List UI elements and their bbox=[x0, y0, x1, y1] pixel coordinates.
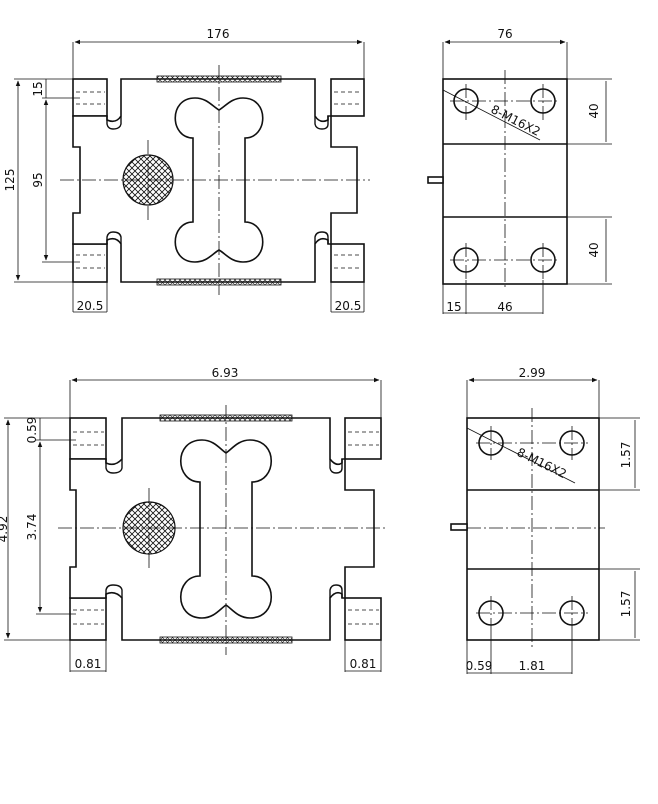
imp-bottom-left-slot bbox=[105, 584, 123, 598]
imp-side-centerlines bbox=[467, 408, 605, 650]
imp-front-width-label: 6.93 bbox=[212, 366, 239, 380]
imp-front-pitch-label: 3.74 bbox=[25, 514, 39, 541]
imp-top-right-slot bbox=[329, 459, 343, 474]
imp-width-extension-lines bbox=[69, 380, 382, 418]
imp-block-bore-lines bbox=[73, 431, 379, 625]
imp-height-extension-lines bbox=[4, 417, 70, 641]
imp-side-hole-offset-label: 0.59 bbox=[466, 659, 493, 673]
top-left-slot bbox=[106, 116, 122, 130]
front-pitch-label: 95 bbox=[31, 172, 45, 187]
imp-side-cable-stub bbox=[450, 523, 468, 531]
right-top-block bbox=[330, 78, 365, 117]
imp-side-hole-centerlines bbox=[476, 426, 588, 630]
metric-side-view: 8-M16X2 76 40 40 15 46 bbox=[427, 27, 612, 314]
imp-side-width-label: 2.99 bbox=[519, 366, 546, 380]
front-left-block-label: 20.5 bbox=[77, 299, 104, 313]
side-hole-pitch-label: 46 bbox=[497, 300, 512, 314]
side-cable-stub bbox=[427, 176, 444, 184]
front-width-label: 176 bbox=[207, 27, 230, 41]
metric-front-view: 176 125 95 15 20.5 20.5 bbox=[3, 27, 370, 313]
imp-front-right-block-label: 0.81 bbox=[350, 657, 377, 671]
front-height-label: 125 bbox=[3, 169, 17, 192]
imp-block-extension-lines bbox=[69, 640, 382, 672]
block-bore-lines bbox=[76, 91, 362, 269]
side-gap-extension bbox=[567, 78, 612, 285]
block-extension-lines bbox=[72, 282, 365, 312]
imp-side-gap-extension bbox=[599, 417, 640, 641]
imperial-front-view: 6.93 4.92 3.74 0.59 0.81 0.81 bbox=[0, 366, 388, 672]
imp-right-bottom-block bbox=[344, 597, 382, 641]
imp-left-top-block bbox=[69, 417, 107, 460]
imp-front-left-block-label: 0.81 bbox=[75, 657, 102, 671]
bottom-right-slot bbox=[314, 231, 329, 244]
front-edge-offset-label: 15 bbox=[31, 81, 45, 96]
imperial-side-view: 8-M16X2 2.99 1.57 1.57 0.59 1.81 bbox=[450, 366, 640, 674]
side-width-extension bbox=[442, 42, 568, 79]
imp-top-left-slot bbox=[105, 459, 123, 474]
imp-left-bottom-block bbox=[69, 597, 107, 641]
left-top-block bbox=[72, 78, 108, 117]
imp-side-bottom-gap-label: 1.57 bbox=[619, 591, 633, 618]
side-bottom-extension bbox=[442, 280, 544, 314]
imp-thread-leader-line bbox=[466, 427, 576, 484]
imp-side-width-extension bbox=[466, 380, 600, 418]
left-bottom-block bbox=[72, 243, 108, 283]
imp-pitch-extension-lines bbox=[36, 439, 76, 615]
imp-front-edge-offset-label: 0.59 bbox=[25, 417, 39, 444]
pitch-extension-lines bbox=[42, 97, 80, 263]
height-extension-lines bbox=[14, 78, 73, 283]
top-right-slot bbox=[314, 116, 329, 130]
right-bottom-block bbox=[330, 243, 365, 283]
imp-side-hole-pitch-label: 1.81 bbox=[519, 659, 546, 673]
imp-side-section-lines bbox=[467, 489, 599, 570]
side-top-gap-label: 40 bbox=[587, 103, 601, 118]
imp-front-height-label: 4.92 bbox=[0, 516, 10, 543]
front-right-block-label: 20.5 bbox=[335, 299, 362, 313]
width-extension-lines bbox=[72, 42, 365, 79]
thread-leader-line bbox=[442, 89, 541, 141]
bottom-left-slot bbox=[106, 231, 122, 244]
side-hole-offset-label: 15 bbox=[446, 300, 461, 314]
imp-side-top-gap-label: 1.57 bbox=[619, 442, 633, 469]
imp-right-top-block bbox=[344, 417, 382, 460]
imp-side-bottom-extension bbox=[466, 630, 573, 674]
side-width-label: 76 bbox=[497, 27, 512, 41]
imp-bottom-right-slot bbox=[329, 584, 343, 598]
side-bottom-gap-label: 40 bbox=[587, 242, 601, 257]
